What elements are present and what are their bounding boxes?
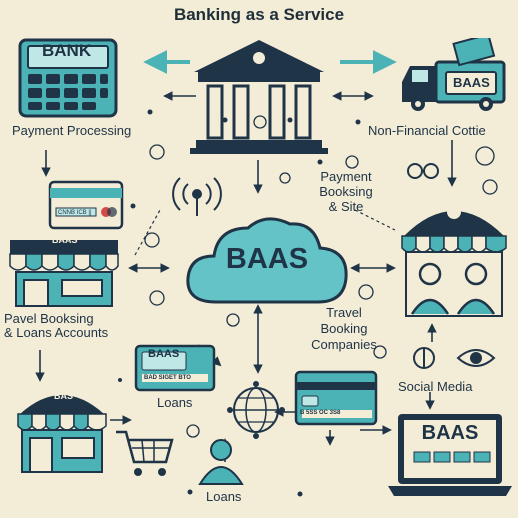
credit-card-icon <box>134 344 216 392</box>
dollar-coin-icon <box>144 232 160 248</box>
travel-line3: Companies <box>311 337 377 352</box>
dash-line-1 <box>134 209 161 256</box>
dollar-coin-icon <box>358 284 374 300</box>
dollar-coin-icon <box>149 290 165 306</box>
right-card-strip: B 5SS OC 3S8 <box>300 410 341 416</box>
travel-line2: Booking <box>320 321 368 336</box>
person-icon <box>198 439 244 485</box>
glasses-icon <box>407 163 439 179</box>
bank-building-icon <box>190 40 328 154</box>
bank-sign: BANK <box>42 41 92 60</box>
shopping-cart-icon <box>116 430 174 476</box>
truck-icon <box>402 38 506 111</box>
non-financial-label: Non-Financial Cottie <box>368 123 486 138</box>
dollar-coin-icon <box>149 144 165 160</box>
dollar-coin-icon <box>482 179 498 195</box>
credit-card-icon <box>48 180 124 230</box>
dollar-coin-icon <box>226 313 240 327</box>
left-store-line2: & Loans Accounts <box>4 325 109 340</box>
social-media-label: Social Media <box>398 379 473 394</box>
center-label: BAAS <box>225 243 309 275</box>
calculator-icon <box>18 38 118 118</box>
dollar-coin-icon <box>279 172 291 184</box>
payment-processing-label: Payment Processing <box>12 123 132 138</box>
payment-line3: & Site <box>328 199 364 214</box>
laptop-screen-label: BAAS <box>421 422 479 444</box>
dollar-coin-icon <box>345 155 359 169</box>
people-icon <box>401 205 507 317</box>
dash-line-2 <box>354 209 396 231</box>
bottom-store-badge: BAS <box>54 391 74 401</box>
left-card-strip: CNNB ICB || <box>58 210 92 216</box>
credit-card-icon <box>294 370 378 426</box>
cloud-icon <box>186 217 348 304</box>
payment-line1: Payment <box>320 169 372 184</box>
dollar-coin-icon <box>186 424 200 438</box>
wifi-signal-icon <box>172 177 222 216</box>
dollar-coin-icon <box>253 115 267 129</box>
loans-label-card: Loans <box>157 395 193 410</box>
truck-badge: BAAS <box>453 75 490 90</box>
dollar-coin-icon <box>475 146 495 166</box>
payment-line2: Booksing <box>319 184 373 199</box>
loans-label-person: Loans <box>206 489 242 504</box>
left-store-line1: Pavel Booksing <box>4 311 94 326</box>
dollar-coin-icon <box>373 345 387 359</box>
diagram-title: Banking as a Service <box>173 5 345 24</box>
store-icon <box>17 395 107 473</box>
globe-network-icon <box>227 381 285 439</box>
laptop-icon <box>388 414 512 496</box>
travel-line1: Travel <box>326 305 362 320</box>
left-store-badge: BAAS <box>52 235 78 245</box>
loan-card-badge: BAAS <box>148 348 180 360</box>
loan-card-strip: BAD SIGET BTO <box>144 375 191 381</box>
eye-icon <box>413 347 496 369</box>
store-icon <box>9 240 119 307</box>
